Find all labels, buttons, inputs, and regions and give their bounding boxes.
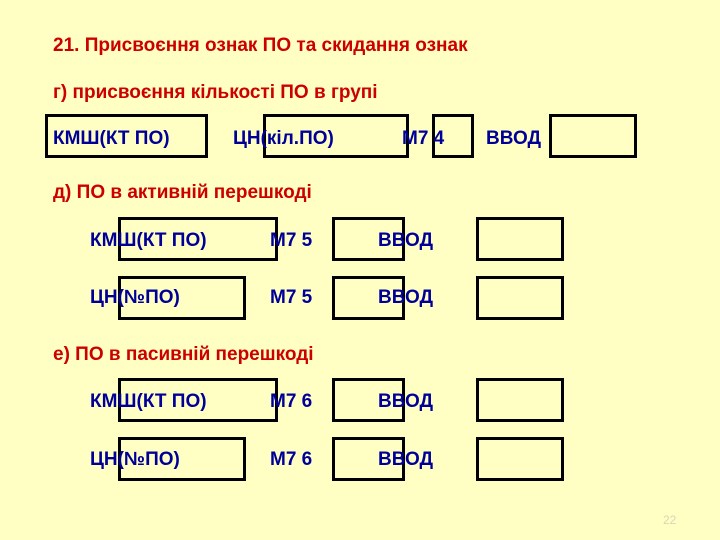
- key-box-mode: [332, 217, 405, 261]
- key-box-mode: [332, 276, 405, 320]
- key-box-mode: [332, 378, 405, 422]
- key-box-enter: [476, 217, 564, 261]
- enter-key-label: ВВОД: [378, 391, 434, 412]
- kmsh-key-label: КМШ(КТ ПО): [53, 128, 170, 149]
- cn-key-label: ЦН(№ПО): [90, 449, 180, 470]
- key-box-mode: [332, 437, 405, 481]
- key-box-cn: [118, 437, 246, 481]
- key-box-enter: [476, 276, 564, 320]
- section-e-heading: е) ПО в пасивній перешкоді: [53, 344, 314, 365]
- enter-key-label: ВВОД: [378, 230, 434, 251]
- mode-key-label: М7 5: [270, 230, 313, 251]
- enter-key-label: ВВОД: [378, 449, 434, 470]
- cn-key-label: ЦН(кіл.ПО): [233, 128, 334, 149]
- mode-key-label: М7 4: [402, 128, 445, 149]
- section-d-heading: д) ПО в активній перешкоді: [53, 182, 312, 203]
- enter-key-label: ВВОД: [486, 128, 542, 149]
- kmsh-key-label: КМШ(КТ ПО): [90, 230, 207, 251]
- key-box-cn: [263, 114, 409, 158]
- cn-key-label: ЦН(№ПО): [90, 287, 180, 308]
- key-box-kmsh: [118, 378, 278, 422]
- kmsh-key-label: КМШ(КТ ПО): [90, 391, 207, 412]
- key-box-enter: [476, 437, 564, 481]
- mode-key-label: М7 6: [270, 391, 313, 412]
- key-box-enter: [549, 114, 637, 158]
- key-box-mode: [432, 114, 474, 158]
- enter-key-label: ВВОД: [378, 287, 434, 308]
- mode-key-label: М7 6: [270, 449, 313, 470]
- page-title: 21. Присвоєння ознак ПО та скидання озна…: [53, 35, 468, 56]
- section-g-heading: г) присвоєння кількості ПО в групі: [53, 82, 378, 103]
- mode-key-label: М7 5: [270, 287, 313, 308]
- key-box-kmsh: [118, 217, 278, 261]
- key-box-enter: [476, 378, 564, 422]
- key-box-cn: [118, 276, 246, 320]
- key-box-kmsh: [45, 114, 208, 158]
- slide-number: 22: [663, 513, 677, 527]
